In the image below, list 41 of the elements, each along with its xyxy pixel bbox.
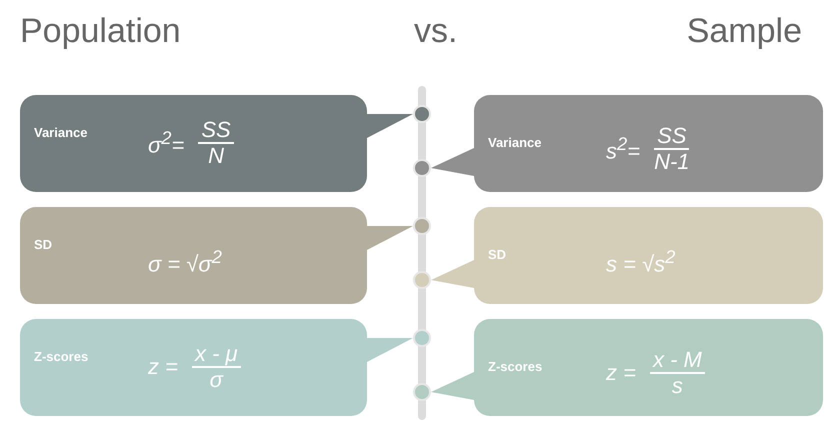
row-heading: SD: [488, 247, 506, 262]
timeline-dot: [413, 217, 431, 235]
row-heading: Variance: [488, 135, 542, 150]
formula-text: σ$^{2}$=: [148, 126, 184, 158]
callout-bubble: [474, 319, 823, 416]
fraction-numerator: x - μ: [192, 342, 241, 368]
formula-text: z =: [606, 360, 636, 386]
fraction-numerator: SS: [198, 118, 234, 144]
row-heading: SD: [34, 237, 52, 252]
timeline-dot: [413, 271, 431, 289]
timeline-dot: [413, 105, 431, 123]
fraction-numerator: SS: [654, 124, 690, 150]
callout-tail: [431, 260, 474, 288]
callout-bubble: [20, 319, 367, 416]
callout-tail: [431, 148, 474, 176]
callout-tail: [431, 372, 474, 400]
callout-tail: [367, 114, 413, 138]
column-heading: Population: [20, 12, 181, 51]
column-heading: Sample: [686, 12, 802, 51]
fraction-denominator: N-1: [654, 150, 690, 174]
callout-bubble: [20, 95, 367, 192]
fraction-denominator: s: [672, 374, 683, 398]
formula-text: σ = √σ$^{2}$: [148, 246, 222, 277]
fraction-denominator: σ: [210, 368, 223, 392]
row-heading: Z-scores: [34, 349, 88, 364]
formula-text: s = √s$^{2}$: [606, 246, 676, 277]
callout-tail: [367, 338, 413, 362]
formula-text: z =: [148, 354, 178, 380]
fraction-denominator: N: [208, 144, 224, 168]
formula-text: s$^{2}$=: [606, 132, 640, 164]
row-heading: Variance: [34, 125, 88, 140]
callout-bubble: [474, 95, 823, 192]
timeline-dot: [413, 329, 431, 347]
timeline-dot: [413, 383, 431, 401]
versus-text: vs.: [414, 12, 458, 51]
row-heading: Z-scores: [488, 359, 542, 374]
callout-bubble: [20, 207, 367, 304]
callout-bubble: [474, 207, 823, 304]
timeline-dot: [413, 159, 431, 177]
callout-tail: [367, 226, 413, 250]
fraction-numerator: x - M: [650, 348, 705, 374]
